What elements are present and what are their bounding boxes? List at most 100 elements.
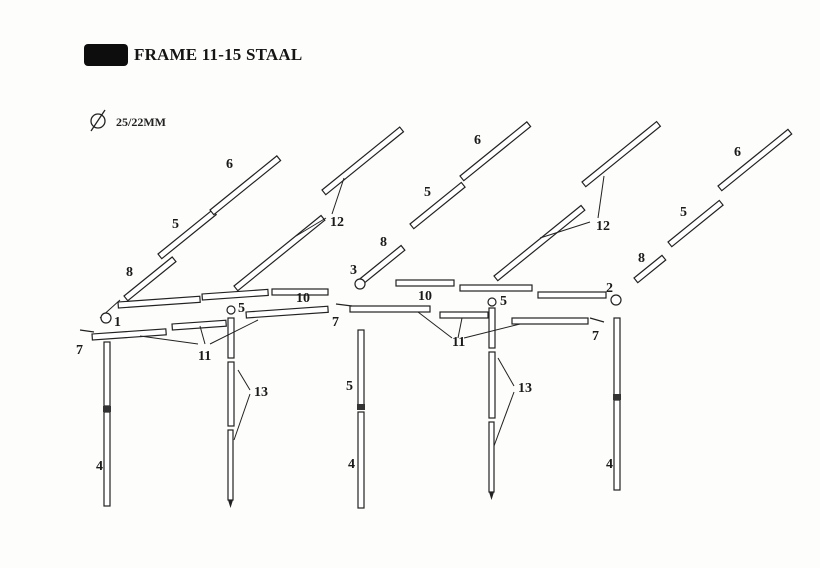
label-5-middle-left: 5 xyxy=(238,301,245,316)
label-6-right: 6 xyxy=(734,145,741,160)
label-5-centre: 5 xyxy=(424,185,431,200)
ridge-pole-10-c xyxy=(271,288,329,296)
label-4-centre: 4 xyxy=(348,457,355,472)
middle-poles xyxy=(227,307,496,508)
middle-pole-2-top xyxy=(488,307,496,349)
part-labels: 6 5 8 1 7 5 10 11 13 4 12 6 5 8 3 7 10 5… xyxy=(76,133,741,474)
ridge-pole-10-a xyxy=(117,295,201,309)
roof-pole-12-a xyxy=(233,214,326,292)
roof-pole-5-left xyxy=(157,209,218,260)
label-1: 1 xyxy=(114,315,121,330)
leg-pole-3-upper xyxy=(613,317,621,397)
leg-pole-2-upper xyxy=(357,329,365,407)
label-13-right: 13 xyxy=(518,381,532,396)
leg-clamp-3 xyxy=(613,394,621,400)
label-11-left: 11 xyxy=(198,349,211,364)
roof-pole-6-centre xyxy=(459,121,532,182)
middle-joint-right xyxy=(487,297,497,307)
hook-7-centre xyxy=(335,303,353,307)
label-11-right: 11 xyxy=(452,335,465,350)
ridge-pole-10-e xyxy=(459,284,533,292)
leader-12-c xyxy=(539,221,591,239)
leader-11-a xyxy=(139,335,199,345)
label-6-centre: 6 xyxy=(474,133,481,148)
eave-pole-11-c xyxy=(245,305,329,319)
roof-pole-5-right xyxy=(667,199,724,248)
leader-13-b xyxy=(233,393,251,441)
middle-pole-2-low xyxy=(488,421,495,493)
roof-pole-6-right xyxy=(717,128,793,192)
horizontal-poles xyxy=(91,279,607,341)
ridge-joint-3 xyxy=(354,278,366,290)
ridge-pole-10-b xyxy=(201,288,269,301)
label-7-left: 7 xyxy=(76,343,83,358)
eave-pole-11-d xyxy=(349,305,431,313)
label-5-left: 5 xyxy=(172,217,179,232)
roof-pole-5-centre xyxy=(409,181,466,230)
eave-pole-11-e xyxy=(439,311,489,319)
leg-clamp-1 xyxy=(103,406,111,412)
roof-pole-8-left xyxy=(123,256,177,302)
roof-pole-8-right xyxy=(633,254,667,284)
leg-pole-1-lower xyxy=(103,411,111,507)
leg-pole-2-lower xyxy=(357,411,365,509)
roof-pole-12-d xyxy=(581,120,662,188)
corner-joint-2 xyxy=(610,294,622,306)
leader-13-a xyxy=(237,369,251,391)
middle-pole-1-top xyxy=(227,317,235,359)
label-3: 3 xyxy=(350,263,357,278)
label-8-left: 8 xyxy=(126,265,133,280)
ridge-pole-10-d xyxy=(395,279,455,287)
diameter-icon xyxy=(90,109,106,132)
label-12-right: 12 xyxy=(596,219,610,234)
eave-pole-11-a xyxy=(91,328,167,341)
hook-7-left xyxy=(79,329,95,333)
leg-clamp-2 xyxy=(357,404,365,410)
diameter-text: 25/22MM xyxy=(116,115,166,129)
label-13-left: 13 xyxy=(254,385,268,400)
leader-12-b xyxy=(331,177,345,215)
leader-11-b xyxy=(199,325,206,345)
leader-11-c xyxy=(209,319,259,345)
label-7-centre: 7 xyxy=(332,315,339,330)
leader-12-a xyxy=(295,217,327,237)
label-5-right: 5 xyxy=(680,205,687,220)
leg-pole-3-lower xyxy=(613,399,621,491)
middle-pole-2-mid xyxy=(488,351,496,419)
label-8-centre: 8 xyxy=(380,235,387,250)
leader-lines xyxy=(139,175,605,447)
leader-11-e xyxy=(457,317,463,339)
label-10-left: 10 xyxy=(296,291,310,306)
middle-pole-1-low xyxy=(227,429,234,501)
leader-11-f xyxy=(463,323,521,339)
leg-poles xyxy=(103,317,621,509)
label-5-middle-right: 5 xyxy=(500,294,507,309)
hook-7-right xyxy=(589,317,605,323)
label-2: 2 xyxy=(606,281,613,296)
joints xyxy=(79,278,622,412)
label-5-centre-leg: 5 xyxy=(346,379,353,394)
eave-pole-11-b xyxy=(171,319,227,331)
middle-pole-1-mid xyxy=(227,361,235,427)
leader-13-c xyxy=(497,357,515,387)
roof-pole-6-left xyxy=(209,155,282,216)
leader-12-d xyxy=(597,175,605,219)
label-6-left: 6 xyxy=(226,157,233,172)
label-4-left: 4 xyxy=(96,459,103,474)
roof-poles xyxy=(99,120,793,319)
ridge-pole-10-f xyxy=(537,291,607,299)
eave-pole-11-f xyxy=(511,317,589,325)
middle-pole-2-tip xyxy=(489,492,494,500)
leader-13-d xyxy=(493,391,515,447)
corner-joint-1 xyxy=(100,312,112,324)
leader-11-d xyxy=(417,311,453,339)
label-12-left: 12 xyxy=(330,215,344,230)
label-4-right: 4 xyxy=(606,457,613,472)
roof-pole-12-b xyxy=(321,126,405,196)
leg-pole-1-upper xyxy=(103,341,111,407)
middle-joint-left xyxy=(226,305,236,315)
label-8-right: 8 xyxy=(638,251,645,266)
middle-pole-1-tip xyxy=(228,500,233,508)
